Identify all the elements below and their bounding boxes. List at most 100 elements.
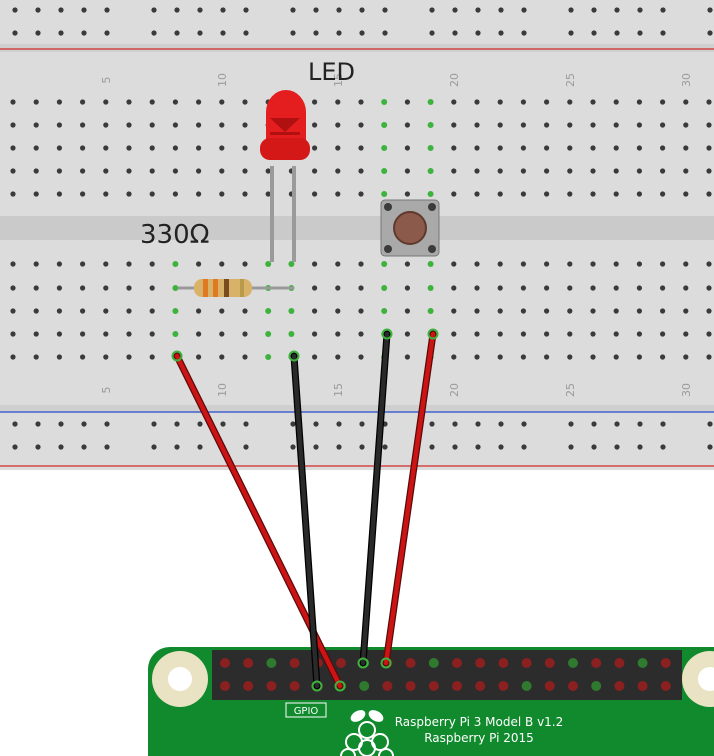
hole	[288, 261, 295, 267]
rail-hole	[58, 444, 64, 450]
rail-hole	[58, 421, 64, 427]
hole	[404, 308, 410, 314]
rail-hole	[660, 30, 666, 36]
gpio-pin	[568, 658, 578, 668]
hole	[196, 331, 202, 337]
hole	[33, 354, 39, 360]
gpio-pin	[220, 681, 230, 691]
hole	[404, 122, 410, 128]
gpio-pin	[591, 681, 602, 691]
wire-end	[171, 350, 183, 362]
wire-end	[288, 350, 300, 362]
rail-hole	[429, 7, 435, 13]
hole	[312, 285, 318, 291]
hole	[427, 285, 434, 291]
rail-hole	[359, 421, 365, 427]
hole	[451, 261, 457, 267]
rail-hole	[35, 30, 41, 36]
hole	[427, 145, 434, 151]
rail-hole	[81, 421, 87, 427]
rail-hole	[660, 444, 666, 450]
hole	[590, 99, 596, 105]
hole	[103, 99, 109, 105]
wire-end	[357, 657, 369, 669]
breadboard-holes	[10, 7, 713, 450]
hole	[427, 168, 434, 174]
hole	[520, 191, 527, 197]
hole	[56, 308, 63, 314]
hole	[172, 191, 178, 197]
rail-hole	[568, 444, 574, 450]
hole	[497, 308, 503, 314]
hole	[451, 354, 457, 360]
hole	[544, 285, 550, 291]
hole	[683, 99, 689, 105]
hole	[126, 308, 132, 314]
gpio-header	[212, 650, 682, 700]
rail-hole	[637, 7, 643, 13]
hole	[520, 122, 527, 128]
rail-separator-bottom	[0, 405, 714, 413]
gpio-pin	[521, 658, 532, 668]
raspberry-logo-icon	[340, 710, 394, 756]
hole	[172, 145, 178, 151]
wire-ends	[171, 328, 439, 692]
hole	[636, 99, 643, 105]
rail-hole	[174, 30, 180, 36]
rail-hole	[336, 30, 342, 36]
hole	[10, 122, 16, 128]
hole	[196, 122, 202, 128]
hole	[312, 354, 318, 360]
hole	[358, 261, 364, 267]
hole	[474, 99, 480, 105]
hole	[10, 331, 16, 337]
gpio-pin	[428, 658, 439, 668]
hole	[497, 285, 503, 291]
hole	[126, 354, 132, 360]
hole	[544, 99, 550, 105]
rail-hole	[521, 421, 527, 427]
hole	[265, 308, 272, 314]
rail-hole	[197, 444, 203, 450]
hole	[660, 308, 666, 314]
hole	[312, 191, 318, 197]
hole	[196, 354, 202, 360]
gpio-pin	[660, 681, 671, 691]
hole	[219, 122, 225, 128]
hole	[381, 285, 388, 291]
hole	[219, 168, 225, 174]
push-button[interactable]	[380, 199, 440, 257]
gpio-pin	[452, 658, 462, 668]
hole	[451, 168, 457, 174]
hole	[567, 145, 573, 151]
hole	[660, 331, 666, 337]
rail-hole	[290, 421, 296, 427]
hole	[590, 354, 596, 360]
hole	[590, 331, 596, 337]
hole	[636, 261, 643, 267]
hole	[265, 191, 271, 197]
hole	[10, 285, 16, 291]
hole	[242, 354, 248, 360]
hole	[335, 191, 341, 197]
rail-hole	[313, 444, 319, 450]
hole	[242, 191, 248, 197]
column-number: 30	[680, 383, 693, 397]
rail-hole	[498, 421, 504, 427]
gpio-pin	[614, 658, 625, 668]
hole	[219, 354, 225, 360]
rail-hole	[591, 444, 597, 450]
gpio-pin	[591, 658, 602, 668]
hole	[80, 308, 86, 314]
hole	[381, 261, 388, 267]
hole	[219, 145, 225, 151]
hole	[196, 99, 202, 105]
hole	[544, 354, 550, 360]
rail-hole	[151, 30, 157, 36]
hole	[149, 122, 155, 128]
rail-hole	[660, 7, 666, 13]
rail-hole	[359, 30, 365, 36]
rail-hole	[174, 421, 180, 427]
hole	[520, 261, 527, 267]
